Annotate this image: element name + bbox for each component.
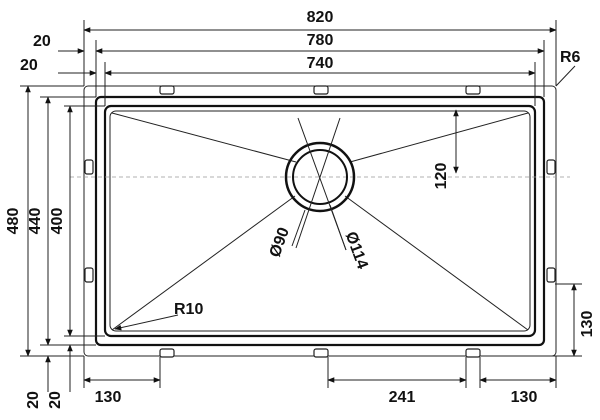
dim-bowl-offset-bottom: 20	[47, 391, 64, 409]
bowl-edge	[103, 104, 537, 338]
mounting-clips	[84, 85, 556, 358]
sink-outline	[83, 85, 557, 357]
dim-bowl-height: 400	[49, 208, 66, 235]
clip-bottom-left	[159, 348, 175, 358]
dim-overall-height: 480	[5, 208, 22, 235]
label-outer-radius: R6	[560, 49, 581, 66]
drain-offset-dimension	[440, 105, 470, 174]
dim-clip-right-height: 130	[579, 311, 596, 338]
bowl-slope-lines	[111, 112, 529, 331]
clip-top-left	[159, 85, 175, 95]
dim-bowl-offset-top: 20	[20, 57, 38, 74]
dim-clip-right-spacing: 130	[511, 389, 538, 406]
label-drain-outer-diameter: Ø114	[342, 230, 371, 272]
label-drain-inner-diameter: Ø90	[267, 225, 293, 259]
drain-diameter-leaders	[291, 204, 347, 251]
dim-overall-width: 820	[307, 9, 334, 26]
clip-bottom-middle	[313, 348, 329, 358]
clip-bottom-right	[465, 348, 481, 358]
left-dimension-lines	[20, 85, 105, 392]
clip-top-middle	[313, 85, 329, 95]
right-clip-dimension	[545, 283, 582, 357]
clip-right-lower	[546, 267, 556, 283]
clip-right-upper	[546, 159, 556, 175]
clip-top-right	[465, 85, 481, 95]
dim-rim-width: 780	[307, 32, 334, 49]
drain-inner-ring	[292, 149, 348, 205]
drain-outer-ring	[284, 141, 356, 213]
rim-edge	[94, 95, 546, 347]
dim-drain-offset: 120	[433, 163, 450, 190]
bowl-inner-edge	[109, 110, 531, 332]
dim-rim-height: 440	[27, 208, 44, 235]
top-dimension-lines	[58, 20, 557, 106]
dim-clip-left-spacing: 130	[95, 389, 122, 406]
dim-bowl-width: 740	[307, 55, 334, 72]
dim-rim-offset-top: 20	[33, 33, 51, 50]
label-bowl-radius: R10	[174, 301, 203, 318]
dim-clip-middle-spacing: 241	[389, 389, 416, 406]
outer-flange	[83, 85, 557, 357]
drain	[284, 117, 356, 251]
dim-rim-offset-bottom: 20	[25, 391, 42, 409]
clip-left-lower	[84, 267, 94, 283]
bottom-dimension-lines	[83, 356, 557, 388]
clip-left-upper	[84, 159, 94, 175]
